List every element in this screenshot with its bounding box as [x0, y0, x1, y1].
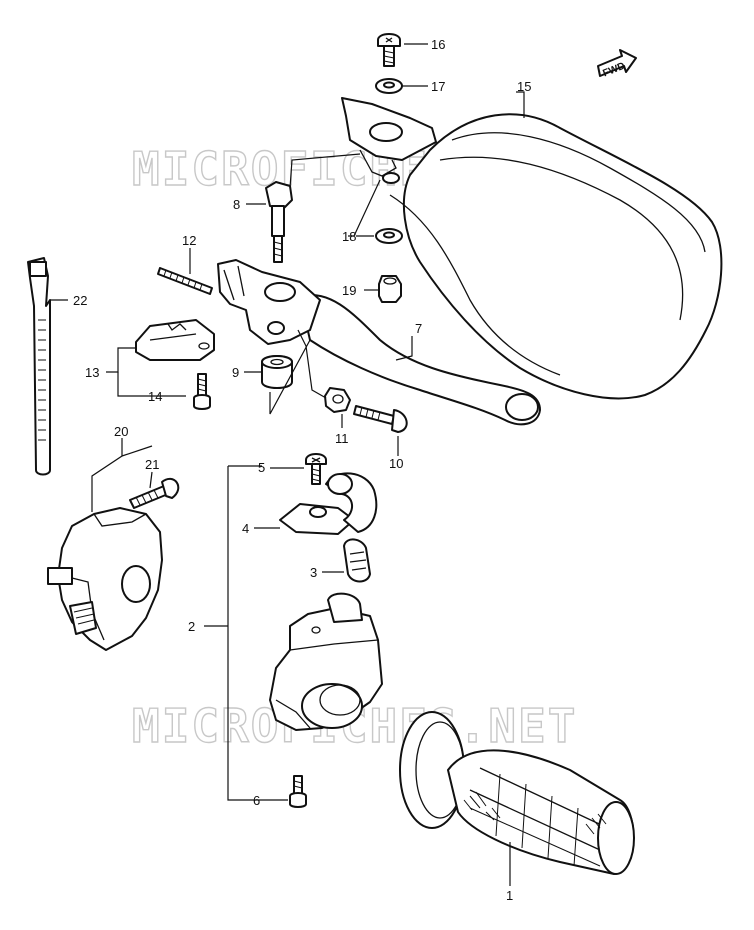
leader-lines — [50, 43, 525, 886]
label-4: 4 — [242, 521, 249, 536]
adjuster-screw-12 — [157, 267, 213, 295]
label-17: 17 — [431, 79, 445, 94]
label-2: 2 — [188, 619, 195, 634]
label-19: 19 — [342, 283, 356, 298]
label-5: 5 — [258, 460, 265, 475]
clip-3 — [343, 538, 371, 583]
throttle-housing-2 — [269, 592, 383, 731]
hand-guard — [341, 97, 723, 400]
label-10: 10 — [389, 456, 403, 471]
label-14: 14 — [148, 389, 162, 404]
grip-1 — [399, 711, 635, 875]
label-1: 1 — [506, 888, 513, 903]
washer-17 — [375, 78, 403, 94]
label-3: 3 — [310, 565, 317, 580]
cable-tie-22 — [27, 257, 51, 476]
label-15: 15 — [517, 79, 531, 94]
spacer-bolt-8 — [265, 181, 293, 263]
label-11: 11 — [335, 431, 349, 446]
label-22: 22 — [73, 293, 87, 308]
screw-14 — [193, 373, 211, 410]
screw-5 — [305, 453, 327, 485]
label-9: 9 — [232, 365, 239, 380]
screw-21 — [129, 477, 180, 509]
label-20: 20 — [114, 424, 128, 439]
brake-switch-13 — [135, 319, 215, 361]
nut-11 — [324, 387, 351, 413]
label-18: 18 — [342, 229, 356, 244]
screw-16 — [377, 33, 401, 67]
switch-housing-20 — [47, 507, 163, 651]
label-21: 21 — [145, 457, 159, 472]
screw-6 — [289, 775, 307, 808]
part-labels: 16 17 15 8 12 18 19 22 7 13 9 14 11 20 1… — [73, 37, 531, 903]
collar-9 — [261, 355, 293, 389]
fwd-arrow-icon: FWD — [597, 49, 637, 79]
brake-lever-7 — [217, 259, 541, 426]
label-8: 8 — [233, 197, 240, 212]
label-12: 12 — [182, 233, 196, 248]
nut-19 — [378, 275, 402, 303]
label-13: 13 — [85, 365, 99, 380]
label-7: 7 — [415, 321, 422, 336]
label-6: 6 — [253, 793, 260, 808]
washer-18 — [375, 228, 403, 244]
pivot-bolt-10 — [353, 405, 408, 433]
clamp-4 — [279, 472, 378, 535]
label-16: 16 — [431, 37, 445, 52]
